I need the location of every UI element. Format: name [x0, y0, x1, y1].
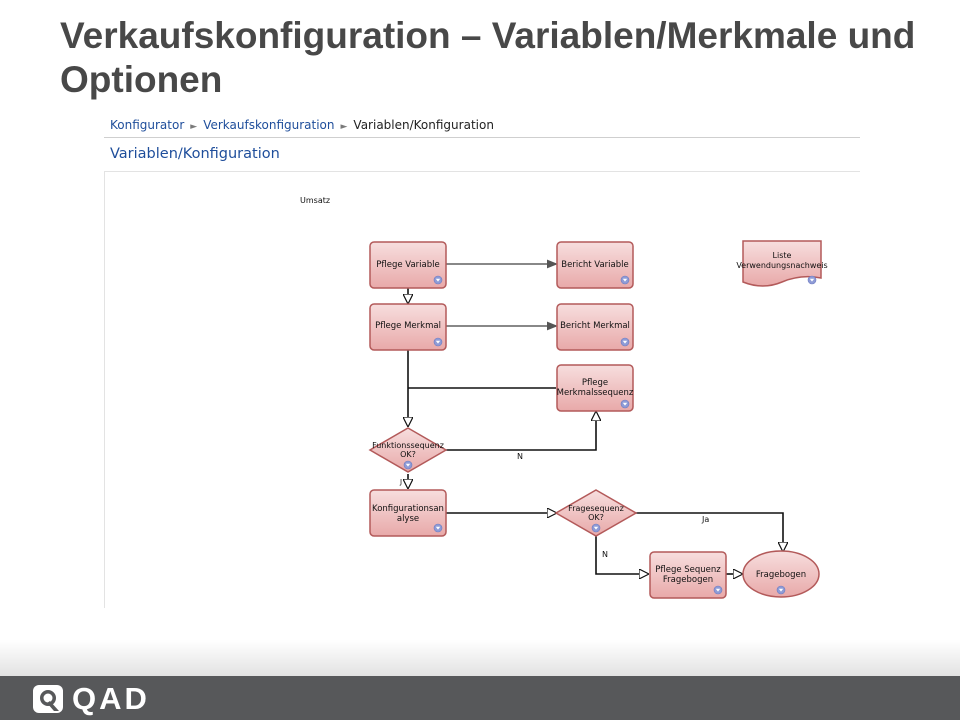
edge-label-ja: Ja	[701, 515, 709, 524]
node-label: Bericht Variable	[561, 260, 628, 270]
node-pflege-variable[interactable]: Pflege Variable	[369, 241, 447, 289]
node-pflege-merkmal[interactable]: Pflege Merkmal	[369, 303, 447, 351]
breadcrumb-link-verkaufskonfiguration[interactable]: Verkaufskonfiguration	[203, 118, 335, 132]
canvas-left-border	[104, 171, 105, 608]
breadcrumb: Konfigurator ► Verkaufskonfiguration ► Varia…	[110, 118, 494, 134]
node-label: Bericht Merkmal	[560, 321, 630, 331]
chevron-down-icon[interactable]	[433, 523, 443, 533]
node-bericht-variable[interactable]: Bericht Variable	[556, 241, 634, 289]
node-label-line1: Konfigurationsan	[372, 504, 444, 514]
connectors	[408, 264, 783, 574]
breadcrumb-current: Variablen/Konfiguration	[353, 118, 494, 132]
node-bericht-merkmal[interactable]: Bericht Merkmal	[556, 303, 634, 351]
breadcrumb-separator-icon: ►	[340, 122, 348, 132]
label-umsatz: Umsatz	[300, 196, 330, 205]
node-label: Pflege Variable	[376, 260, 439, 270]
chevron-down-icon[interactable]	[620, 399, 630, 409]
node-label-line1: Pflege Sequenz	[655, 565, 721, 575]
node-label-line2: Verwendungsnachweis	[736, 261, 827, 270]
panel-title: Variablen/Konfiguration	[110, 146, 280, 162]
decision-fragesequenz[interactable]: Fragesequenz OK?	[554, 489, 638, 537]
chevron-down-icon[interactable]	[807, 275, 817, 285]
node-label-line2: OK?	[588, 513, 604, 522]
qad-logo-text: QAD	[72, 681, 150, 716]
canvas-top-border	[104, 171, 860, 172]
footer-gradient	[0, 640, 960, 676]
process-flow-diagram: Umsatz N J Ja N Pflege Variable	[300, 196, 828, 599]
node-label-line2: Merkmalssequenz	[557, 388, 634, 398]
app-screenshot: Konfigurator ► Verkaufskonfiguration ► Varia…	[104, 112, 860, 608]
footer-bar	[0, 676, 960, 720]
breadcrumb-divider	[104, 137, 860, 138]
chevron-down-icon[interactable]	[433, 275, 443, 285]
edge-label-n2: N	[602, 550, 608, 559]
node-label-line1: Fragesequenz	[568, 504, 624, 513]
decision-funktionssequenz[interactable]: Funktionssequenz OK?	[368, 427, 448, 473]
node-label: Fragebogen	[756, 570, 806, 580]
node-label-line1: Liste	[773, 251, 792, 260]
chevron-down-icon[interactable]	[620, 275, 630, 285]
edge-fragesequenz-no	[595, 536, 648, 574]
chevron-down-icon[interactable]	[776, 585, 786, 595]
edge-funktionssequenz-no	[446, 412, 596, 451]
node-label-line1: Pflege	[582, 378, 608, 388]
node-label-line2: OK?	[400, 450, 416, 459]
edge-label-j: J	[399, 478, 402, 486]
node-liste-verwendungsnachweis[interactable]: Liste Verwendungsnachweis	[736, 240, 828, 287]
node-label-line2: Fragebogen	[663, 575, 713, 585]
node-pflege-merkmalssequenz[interactable]: Pflege Merkmalssequenz	[556, 364, 634, 412]
breadcrumb-separator-icon: ►	[190, 122, 198, 132]
chevron-down-icon[interactable]	[620, 337, 630, 347]
node-label-line1: Funktionssequenz	[372, 441, 444, 450]
node-label: Pflege Merkmal	[375, 321, 441, 331]
breadcrumb-link-konfigurator[interactable]: Konfigurator	[110, 118, 185, 132]
chevron-down-icon[interactable]	[591, 523, 601, 533]
chevron-down-icon[interactable]	[433, 337, 443, 347]
edge-label-n: N	[517, 452, 523, 461]
chevron-down-icon[interactable]	[403, 460, 413, 470]
node-label-line2: alyse	[397, 514, 419, 524]
slide-title: Verkaufskonfiguration – Variablen/Merkma…	[60, 15, 916, 100]
chevron-down-icon[interactable]	[713, 585, 723, 595]
node-fragebogen[interactable]: Fragebogen	[742, 550, 820, 598]
qad-q-icon	[33, 685, 63, 713]
node-konfigurationsanalyse[interactable]: Konfigurationsan alyse	[369, 489, 447, 537]
edge-fragesequenz-yes	[636, 512, 783, 551]
node-pflege-sequenz-fragebogen[interactable]: Pflege Sequenz Fragebogen	[649, 551, 727, 599]
